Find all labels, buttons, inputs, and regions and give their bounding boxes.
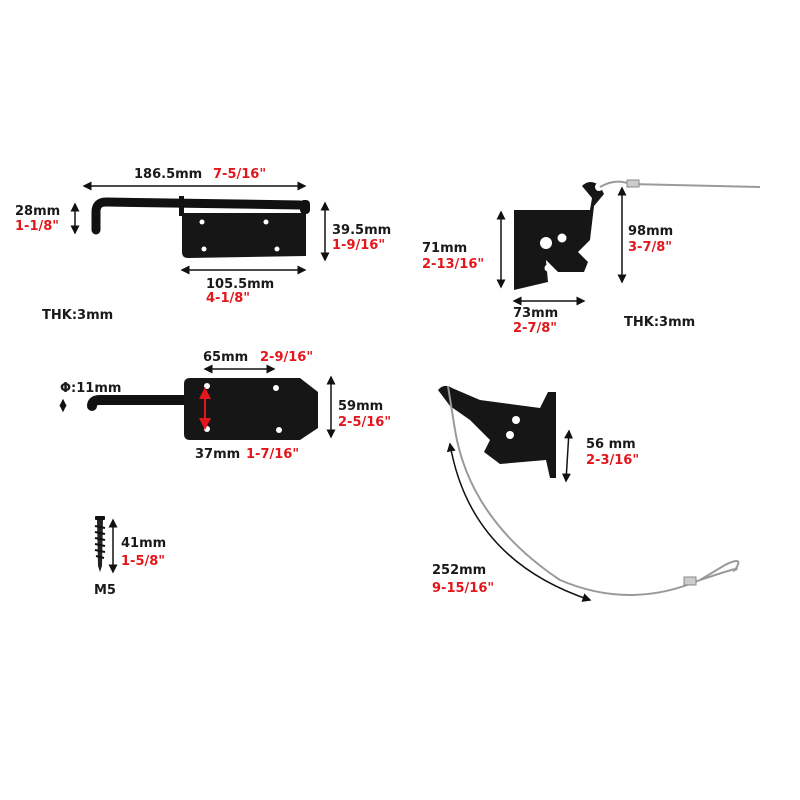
rod-diameter: Φ:11mm (60, 381, 122, 396)
screw-length-in: 1-5/8" (121, 554, 166, 569)
latch-plate-height-mm: 71mm (422, 241, 468, 256)
screw-size: M5 (94, 583, 116, 598)
hole-vertical-mm: 37mm (195, 447, 241, 462)
cable-length-in: 9-15/16" (432, 581, 495, 596)
latch-total-height-in: 3-7/8" (628, 240, 673, 255)
bottom-height-in: 2-5/16" (338, 415, 392, 430)
bolt-length-in: 7-5/16" (213, 167, 267, 182)
bolt-height-in: 1-9/16" (332, 238, 386, 253)
hook-mm: 28mm (15, 204, 61, 219)
latch-plate-height-in: 2-13/16" (422, 257, 485, 272)
dimension-arrow-cable (446, 442, 592, 602)
bolt-length-mm: 186.5mm (134, 167, 203, 182)
bolt-height-mm: 39.5mm (332, 223, 392, 238)
dimension-arrow-depth (561, 429, 574, 483)
plate-in: 4-1/8" (206, 291, 251, 306)
bolt-thickness: THK:3mm (42, 308, 114, 323)
cable-length-mm: 252mm (432, 563, 487, 578)
screw (94, 516, 106, 572)
hole-spacing-mm: 65mm (203, 350, 249, 365)
gate-latch-angle-view (438, 385, 740, 602)
screw-length-mm: 41mm (121, 536, 167, 551)
latch-thickness: THK:3mm (624, 315, 696, 330)
latch-total-height-mm: 98mm (628, 224, 674, 239)
plate-mm: 105.5mm (206, 277, 275, 292)
bottom-height-mm: 59mm (338, 399, 384, 414)
latch-depth-in: 2-3/16" (586, 453, 640, 468)
hole-vertical-in: 1-7/16" (246, 447, 300, 462)
hole-spacing-in: 2-9/16" (260, 350, 314, 365)
hook-in: 1-1/8" (15, 219, 60, 234)
latch-width-in: 2-7/8" (513, 321, 558, 336)
latch-width-mm: 73mm (513, 306, 559, 321)
gate-latch-front-view (514, 179, 761, 290)
slide-bolt-side-view (91, 196, 310, 258)
latch-depth-mm: 56 mm (586, 437, 636, 452)
